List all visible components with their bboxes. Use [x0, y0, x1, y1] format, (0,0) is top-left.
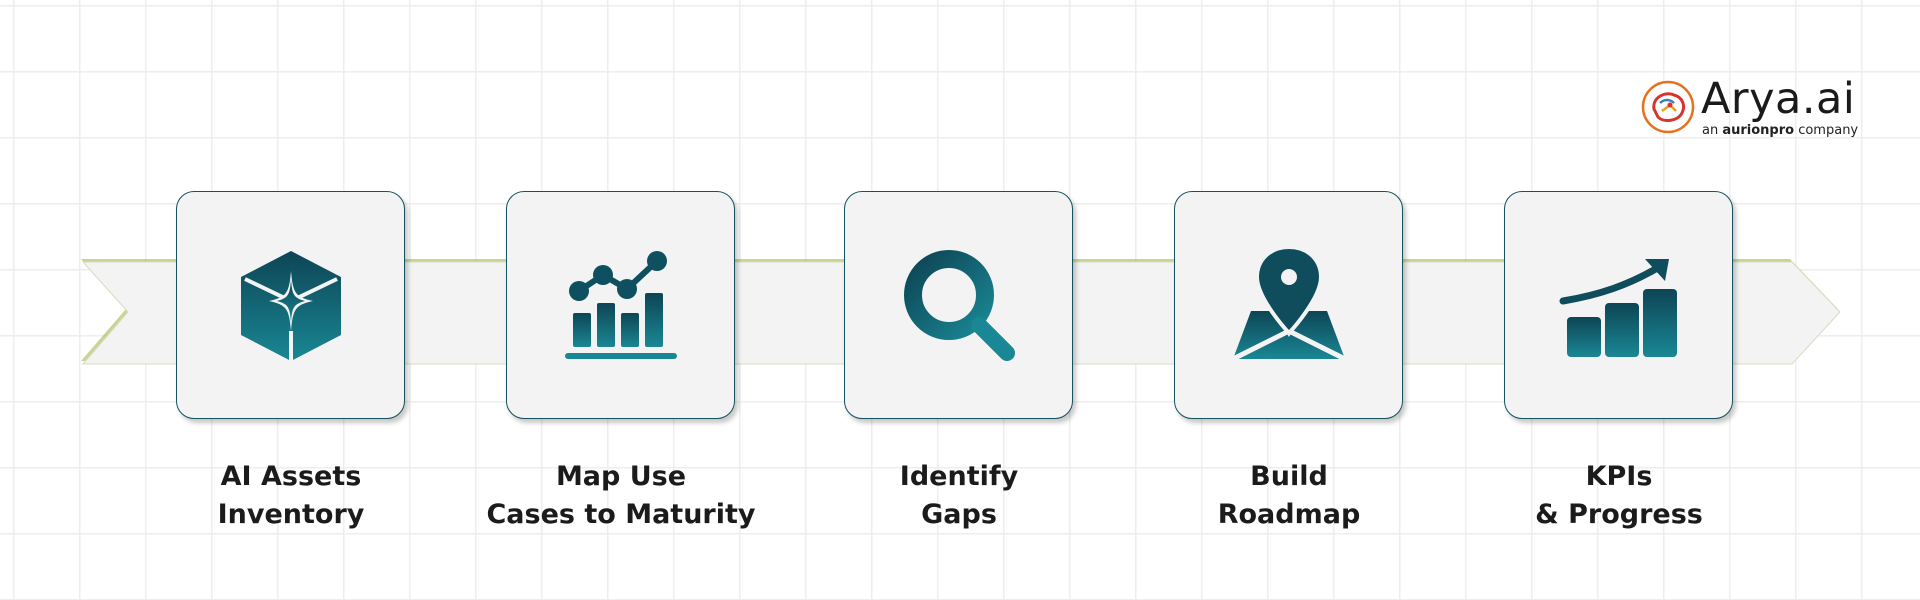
step-card-kpis-progress: [1504, 191, 1733, 419]
step-label-identify-gaps: Identify Gaps: [799, 458, 1119, 534]
step-card-build-roadmap: [1174, 191, 1403, 419]
logo-tagline: an aurionpro company: [1702, 123, 1858, 138]
step-label-line: Cases to Maturity: [486, 499, 756, 530]
step-card-identify-gaps: [844, 191, 1073, 419]
tagline-prefix: an: [1702, 123, 1723, 138]
tagline-suffix: company: [1794, 123, 1859, 138]
step-label-line: Gaps: [921, 499, 997, 530]
magnifier-icon: [903, 250, 1015, 361]
step-label-line: Inventory: [217, 499, 365, 530]
growth-chart-icon: [1559, 259, 1677, 357]
step-label-line: AI Assets: [220, 461, 362, 492]
step-label-ai-assets: AI Assets Inventory: [131, 458, 451, 534]
arya-logo: Arya.ai an aurionpro company: [1640, 74, 1858, 144]
step-label-line: Build: [1250, 461, 1328, 492]
arya-brain-icon: [1641, 80, 1695, 134]
step-label-build-roadmap: Build Roadmap: [1129, 458, 1449, 534]
step-label-line: & Progress: [1535, 499, 1703, 530]
map-pin-icon: [1231, 245, 1346, 362]
step-label-line: Map Use: [555, 461, 687, 492]
logo-name: Arya.ai: [1701, 74, 1856, 124]
step-label-line: KPIs: [1585, 461, 1653, 492]
step-label-map-use-cases: Map Use Cases to Maturity: [461, 458, 781, 534]
step-card-map-use-cases: [506, 191, 735, 419]
tagline-brand: aurionpro: [1722, 123, 1795, 138]
step-label-kpis-progress: KPIs & Progress: [1459, 458, 1779, 534]
step-label-line: Identify: [899, 461, 1019, 492]
cube-sparkle-icon: [240, 251, 341, 361]
line-bar-chart-icon: [564, 251, 677, 359]
step-label-line: Roadmap: [1217, 499, 1361, 530]
step-card-ai-assets: [176, 191, 405, 419]
